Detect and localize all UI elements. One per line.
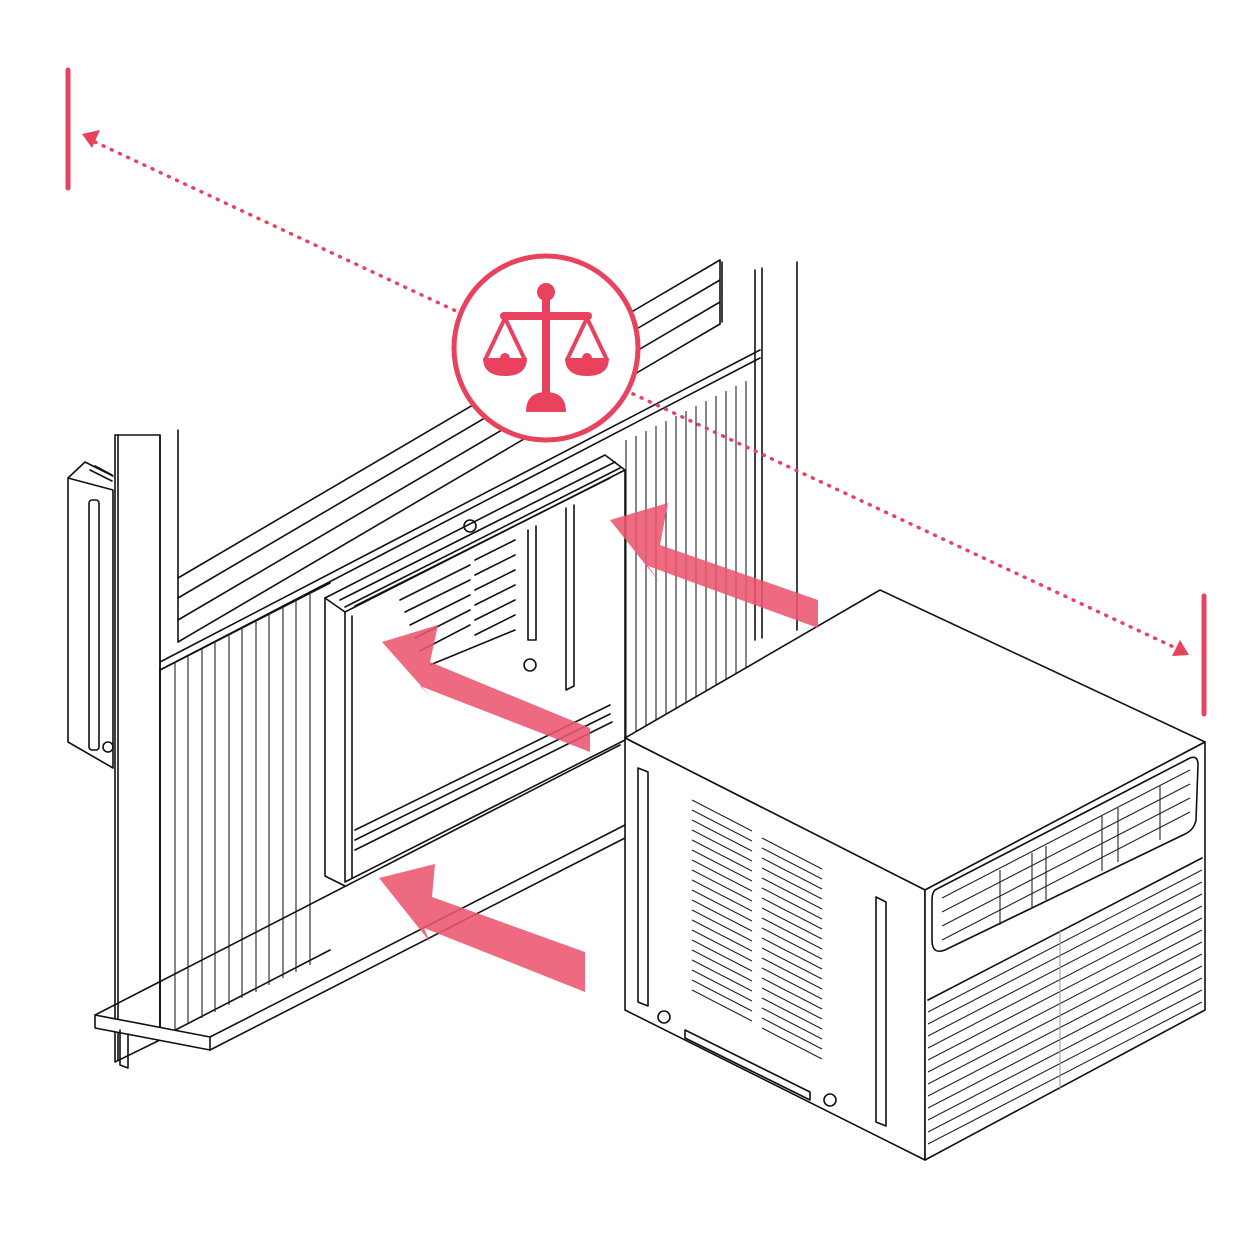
wall-panels-right	[625, 381, 747, 740]
width-dimension	[65, 67, 1207, 717]
dimension-arrow-left-icon	[82, 130, 100, 148]
insertion-arrows	[379, 503, 818, 992]
dimension-arrow-right-icon	[1172, 640, 1189, 656]
insert-arrow-middle-icon	[382, 625, 590, 752]
sleeve-louvers	[399, 539, 516, 666]
side-louvers	[691, 799, 823, 1060]
ac-unit	[624, 589, 1206, 1161]
insert-arrow-lower-icon	[379, 864, 585, 992]
insert-arrow-upper-icon	[610, 503, 818, 628]
front-grille	[927, 869, 1203, 1145]
balance-scale-badge	[451, 253, 641, 443]
balance-scale-icon	[483, 283, 609, 412]
dimension-line	[93, 140, 1182, 652]
window-sleeve	[324, 454, 626, 887]
wall-panels-left	[174, 592, 311, 1030]
